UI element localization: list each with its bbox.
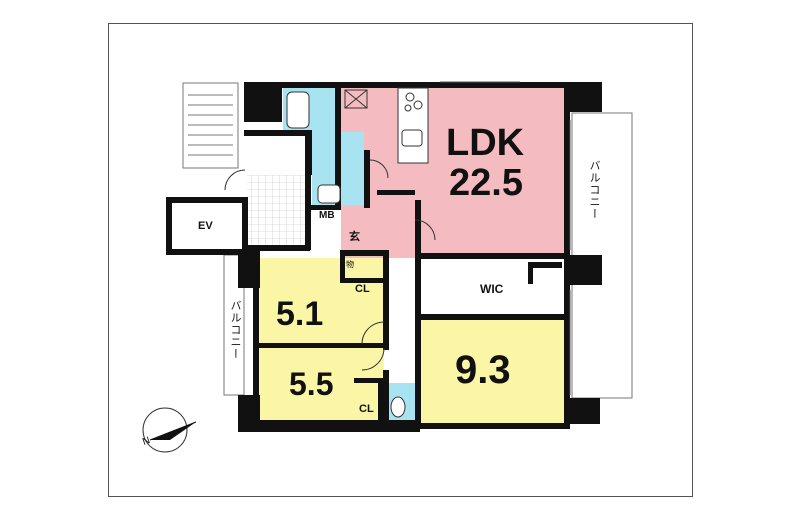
kitchen-counter	[397, 87, 429, 164]
room-b-fill	[259, 348, 384, 420]
door-swings	[224, 159, 436, 371]
bathtub	[286, 91, 310, 129]
ldk-label: LDK	[446, 122, 525, 164]
room-a-fill	[259, 258, 384, 343]
west-balcony-label: バルコニー	[229, 300, 241, 360]
room-c-area: 9.3	[455, 348, 511, 392]
ev-label: EV	[198, 220, 213, 232]
room-c-fill	[421, 320, 564, 423]
stove-burner	[405, 92, 415, 102]
shoe-cabinet-label: 物	[346, 260, 354, 269]
closet-label: CL	[359, 403, 374, 415]
east-balcony-label: バルコニー	[588, 160, 600, 220]
toilet-bowl	[390, 396, 406, 418]
plan-frame	[108, 23, 693, 497]
walls	[238, 82, 602, 432]
fridge-space	[344, 89, 368, 109]
stair-treads	[188, 94, 233, 156]
window-marks	[440, 81, 571, 395]
genkan-label: 玄	[349, 231, 360, 243]
wash-basin	[317, 184, 341, 204]
ldk-fill	[341, 88, 564, 258]
room-b-area: 5.5	[289, 366, 334, 402]
compass-rose	[142, 407, 197, 453]
kitchen-sink	[401, 129, 423, 147]
closet-label: CL	[355, 283, 370, 295]
wic-label: WIC	[480, 282, 504, 296]
ldk-area: 22.5	[449, 162, 523, 204]
mb-label: MB	[319, 210, 335, 221]
room-a-area: 5.1	[276, 295, 324, 333]
hall-tile	[247, 175, 305, 250]
stove-burner	[413, 100, 423, 110]
stove-burner	[404, 104, 412, 112]
ev-shaft	[166, 197, 248, 255]
